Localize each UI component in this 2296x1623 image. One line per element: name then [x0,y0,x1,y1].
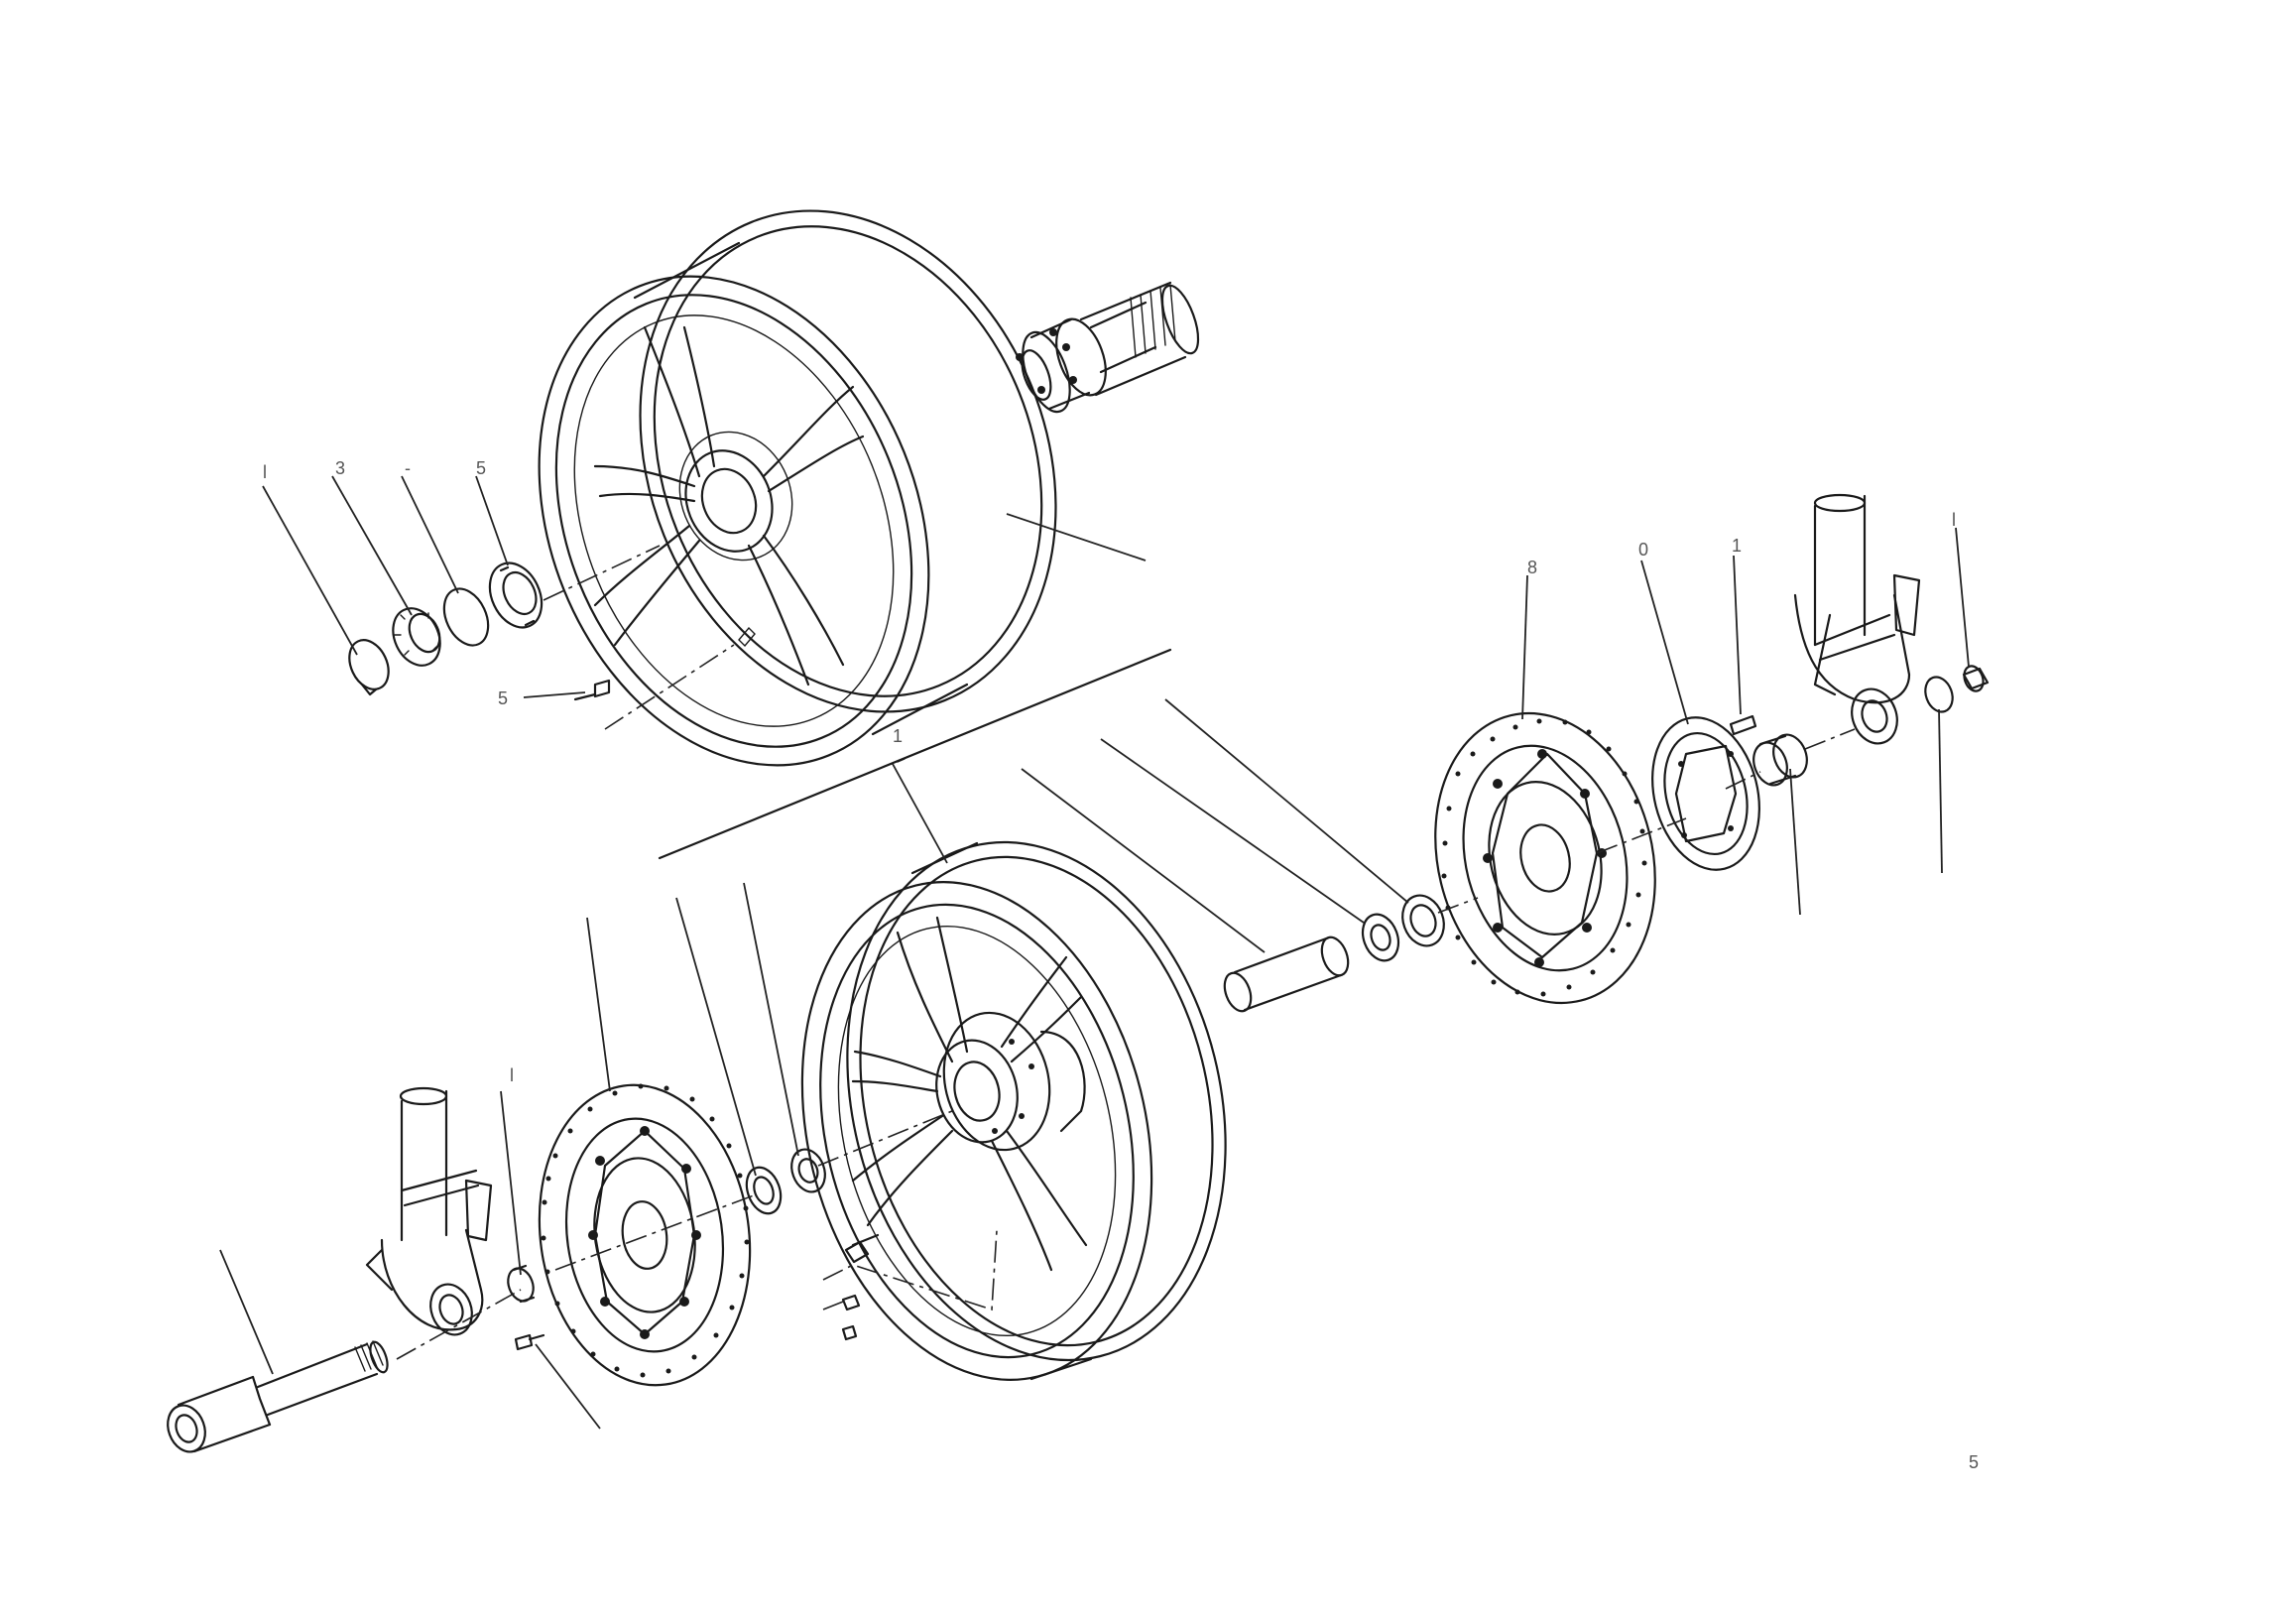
callout-7: 8 [1527,558,1537,577]
separator [658,648,1172,860]
disc-holes-left [541,1083,750,1378]
callouts: l 3 - 5 5 1 8 0 1 l l 5 [263,458,1979,1472]
callout-11: l [510,1065,514,1085]
front-spacer-bearings [1223,894,1445,1013]
front-wheel [800,840,1227,1381]
callout-12: 5 [1969,1452,1979,1472]
right-brake-disc [1434,711,1656,1005]
disc-holes-right [1441,718,1647,997]
callout-3: - [405,458,411,478]
rear-hub-small-parts [348,562,611,701]
disc-screw [514,1333,545,1351]
callout-9: 1 [1732,536,1742,556]
callout-1: l [263,462,267,482]
front-leader-lines [219,527,1970,1430]
rear-axle-flange [1016,281,1200,414]
callout-6: 1 [893,726,903,746]
callout-8: 0 [1638,540,1648,560]
callout-10: l [1952,510,1956,530]
o-ring [442,587,490,647]
callout-2: 3 [335,458,345,478]
front-axle [167,1340,389,1453]
left-brake-disc [538,1083,752,1387]
seal [488,562,544,629]
rear-wheel [538,209,1057,767]
right-fork-assembly [1729,493,1990,787]
circlip [348,639,390,690]
rear-leader-lines [262,475,1147,730]
tone-ring [1651,716,1760,871]
callout-5: 5 [498,688,508,708]
front-valve-parts [822,1229,998,1341]
left-seal-bearing [745,1148,826,1215]
left-fork-assembly [365,1086,536,1336]
callout-4: 5 [476,458,486,478]
